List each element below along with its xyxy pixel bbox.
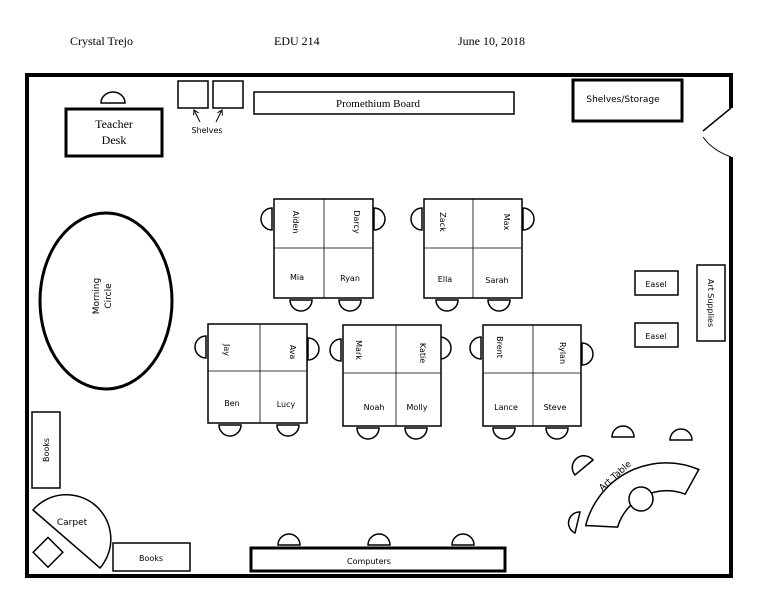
carpet-square bbox=[32, 536, 64, 569]
header-name: Crystal Trejo bbox=[70, 34, 134, 48]
books-bottom-label: Books bbox=[139, 554, 163, 563]
shelves-label: Shelves bbox=[191, 126, 222, 135]
door-swing bbox=[702, 136, 732, 158]
seat-label: Sarah bbox=[485, 276, 508, 285]
chair bbox=[451, 533, 475, 546]
header-course: EDU 214 bbox=[274, 34, 320, 48]
promethium-board bbox=[253, 91, 515, 115]
chair bbox=[289, 299, 313, 312]
books-shelf-bottom bbox=[112, 542, 191, 572]
seat-label: Molly bbox=[407, 403, 428, 412]
chair bbox=[522, 207, 535, 231]
morning-circle bbox=[38, 211, 174, 391]
table bbox=[482, 324, 582, 427]
chair bbox=[611, 425, 635, 438]
shelf-unit-2 bbox=[212, 80, 244, 109]
books-shelf-left bbox=[31, 411, 61, 489]
art-supplies bbox=[696, 264, 726, 342]
art-table-center bbox=[628, 486, 654, 512]
seat-label: Lance bbox=[494, 403, 518, 412]
chair bbox=[492, 427, 516, 440]
computers-desk bbox=[249, 546, 507, 573]
seat-label: Noah bbox=[364, 403, 385, 412]
table-group-2: Zack Max Ella Sarah bbox=[410, 198, 535, 312]
chair bbox=[218, 424, 242, 437]
table bbox=[207, 323, 308, 424]
shelves-storage-label: Shelves/Storage bbox=[586, 95, 660, 105]
chair bbox=[567, 511, 581, 535]
seat-label: Rylan bbox=[558, 342, 567, 364]
chair bbox=[410, 207, 423, 231]
teacher-desk-label-2: Desk bbox=[102, 133, 127, 147]
chair bbox=[487, 299, 511, 312]
chair bbox=[545, 427, 569, 440]
seat-label: Ben bbox=[224, 399, 239, 408]
room-walls bbox=[25, 73, 733, 578]
seat-label: Max bbox=[502, 214, 511, 231]
morning-circle-label-2: Circle bbox=[104, 283, 114, 309]
chair bbox=[277, 533, 301, 546]
carpet bbox=[31, 493, 112, 570]
seat-label: Ryan bbox=[340, 274, 360, 283]
chair bbox=[404, 427, 428, 440]
chair bbox=[669, 428, 693, 441]
seat-label: Darcy bbox=[352, 210, 361, 234]
seat-label: Ava bbox=[288, 345, 297, 360]
chair bbox=[373, 207, 386, 231]
easel-bottom-label: Easel bbox=[645, 332, 666, 341]
chair bbox=[469, 336, 482, 360]
morning-circle-label-1: Morning bbox=[92, 278, 102, 314]
seat-label: Steve bbox=[544, 403, 567, 412]
chair bbox=[571, 455, 595, 477]
chair bbox=[435, 299, 459, 312]
seat-label: Jay bbox=[222, 343, 231, 356]
shelf-unit-1 bbox=[177, 80, 209, 109]
easel-top-label: Easel bbox=[645, 280, 666, 289]
header-date: June 10, 2018 bbox=[458, 34, 525, 48]
seat-label: Mia bbox=[290, 273, 304, 282]
seat-label: Zack bbox=[438, 212, 447, 232]
table-group-5: Brent Rylan Lance Steve bbox=[469, 324, 594, 440]
books-left-label: Books bbox=[42, 438, 51, 462]
easel-top bbox=[634, 270, 679, 296]
art-supplies-label: Art Supplies bbox=[706, 279, 715, 327]
chair bbox=[581, 342, 594, 366]
chair bbox=[194, 335, 207, 359]
seat-label: Mark bbox=[354, 340, 363, 360]
shelf-arrow-2 bbox=[215, 110, 222, 123]
table-group-3: Jay Ava Ben Lucy bbox=[194, 323, 320, 437]
table-group-1: Aiden Darcy Mia Ryan bbox=[260, 198, 386, 312]
teacher-chair bbox=[100, 91, 126, 104]
chair bbox=[329, 338, 342, 362]
table bbox=[342, 324, 442, 427]
seat-label: Brent bbox=[495, 336, 504, 358]
shelf-arrow-1 bbox=[194, 110, 201, 123]
carpet-label: Carpet bbox=[57, 518, 88, 528]
chair bbox=[260, 207, 273, 231]
computers-label: Computers bbox=[347, 557, 391, 566]
easel-bottom bbox=[634, 322, 679, 348]
chair bbox=[276, 424, 300, 437]
teacher-desk bbox=[64, 107, 164, 158]
seat-label: Lucy bbox=[277, 400, 296, 409]
chair bbox=[439, 336, 452, 360]
chair bbox=[356, 427, 380, 440]
table-group-4: Mark Katie Noah Molly bbox=[329, 324, 452, 440]
seat-label: Ella bbox=[438, 275, 453, 284]
door bbox=[702, 107, 732, 132]
chair bbox=[338, 299, 362, 312]
teacher-desk-label-1: Teacher bbox=[95, 117, 133, 131]
seat-label: Katie bbox=[418, 343, 427, 363]
chair bbox=[307, 337, 320, 361]
seat-label: Aiden bbox=[291, 211, 300, 234]
shelves-storage bbox=[571, 78, 684, 123]
chair bbox=[367, 533, 391, 546]
table bbox=[273, 198, 374, 299]
promethium-board-label: Promethium Board bbox=[336, 98, 421, 110]
